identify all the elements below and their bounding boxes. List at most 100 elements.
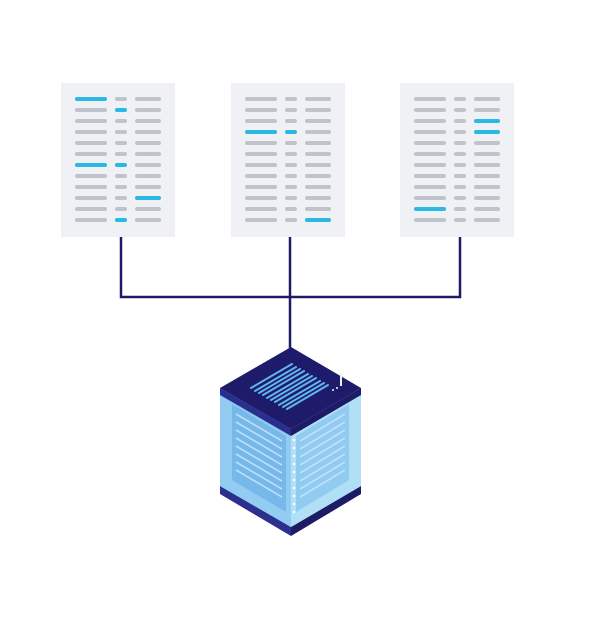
- document-line: [245, 130, 277, 134]
- document-line: [285, 152, 297, 156]
- document-line: [414, 130, 446, 134]
- document-line: [454, 163, 466, 167]
- document-line: [115, 152, 127, 156]
- document-line: [135, 196, 161, 200]
- document-line: [115, 108, 127, 112]
- document-line: [305, 185, 331, 189]
- document-line: [135, 185, 161, 189]
- document-line: [474, 119, 500, 123]
- document-line: [305, 174, 331, 178]
- document-line: [474, 108, 500, 112]
- document-line: [245, 119, 277, 123]
- document-line: [474, 185, 500, 189]
- document-line: [245, 108, 277, 112]
- document-line: [135, 174, 161, 178]
- document-line: [245, 196, 277, 200]
- server-base-right: [291, 486, 361, 536]
- document-line: [115, 196, 127, 200]
- document-line: [454, 174, 466, 178]
- document-line: [474, 174, 500, 178]
- document-line: [285, 163, 297, 167]
- document-line: [245, 163, 277, 167]
- document-line: [115, 185, 127, 189]
- server-lid-vents: [250, 363, 329, 410]
- server-inner-left: [232, 404, 286, 512]
- document-line: [454, 119, 466, 123]
- document-line: [305, 97, 331, 101]
- document-line: [285, 97, 297, 101]
- document-line: [474, 163, 500, 167]
- document-line: [454, 108, 466, 112]
- document-line: [135, 207, 161, 211]
- document-line: [414, 141, 446, 145]
- document-line: [285, 141, 297, 145]
- document-line: [285, 119, 297, 123]
- document-line: [454, 141, 466, 145]
- document-line: [285, 207, 297, 211]
- document-line: [305, 207, 331, 211]
- document-line: [245, 141, 277, 145]
- document-line: [474, 141, 500, 145]
- document-line: [414, 185, 446, 189]
- document-line: [454, 218, 466, 222]
- document-line: [285, 130, 297, 134]
- document-line: [245, 207, 277, 211]
- server-base-left: [220, 486, 291, 536]
- document-line: [305, 196, 331, 200]
- document-line: [135, 119, 161, 123]
- document-line: [305, 163, 331, 167]
- document-line: [135, 152, 161, 156]
- document-line: [75, 130, 107, 134]
- document-line: [414, 174, 446, 178]
- document-line: [115, 218, 127, 222]
- document-line: [75, 97, 107, 101]
- connector-left: [119, 237, 290, 299]
- document-line: [245, 152, 277, 156]
- document-line: [474, 196, 500, 200]
- document-center: [231, 83, 345, 237]
- document-line: [474, 207, 500, 211]
- connector-right: [290, 237, 462, 299]
- document-line: [135, 97, 161, 101]
- document-line: [245, 185, 277, 189]
- document-line: [414, 163, 446, 167]
- document-line: [285, 218, 297, 222]
- server-band-left: [220, 388, 291, 436]
- server-leds: [292, 438, 296, 514]
- document-line: [115, 207, 127, 211]
- server-inner-right: [296, 404, 349, 512]
- document-line: [454, 207, 466, 211]
- document-line: [75, 119, 107, 123]
- document-line: [135, 163, 161, 167]
- document-right: [400, 83, 514, 237]
- document-line: [414, 108, 446, 112]
- document-line: [474, 97, 500, 101]
- document-line: [414, 119, 446, 123]
- document-line: [305, 130, 331, 134]
- document-line: [454, 130, 466, 134]
- document-line: [115, 130, 127, 134]
- document-line: [75, 185, 107, 189]
- document-line: [414, 97, 446, 101]
- server-slots: [235, 413, 346, 498]
- document-line: [454, 185, 466, 189]
- server-band-right: [291, 388, 361, 436]
- document-line: [474, 152, 500, 156]
- document-line: [75, 163, 107, 167]
- document-line: [75, 218, 107, 222]
- document-line: [474, 130, 500, 134]
- document-line: [454, 152, 466, 156]
- document-line: [305, 152, 331, 156]
- document-line: [115, 141, 127, 145]
- document-line: [454, 196, 466, 200]
- document-line: [285, 185, 297, 189]
- document-line: [135, 218, 161, 222]
- document-line: [245, 174, 277, 178]
- document-line: [75, 174, 107, 178]
- document-line: [454, 97, 466, 101]
- document-line: [414, 196, 446, 200]
- document-line: [305, 218, 331, 222]
